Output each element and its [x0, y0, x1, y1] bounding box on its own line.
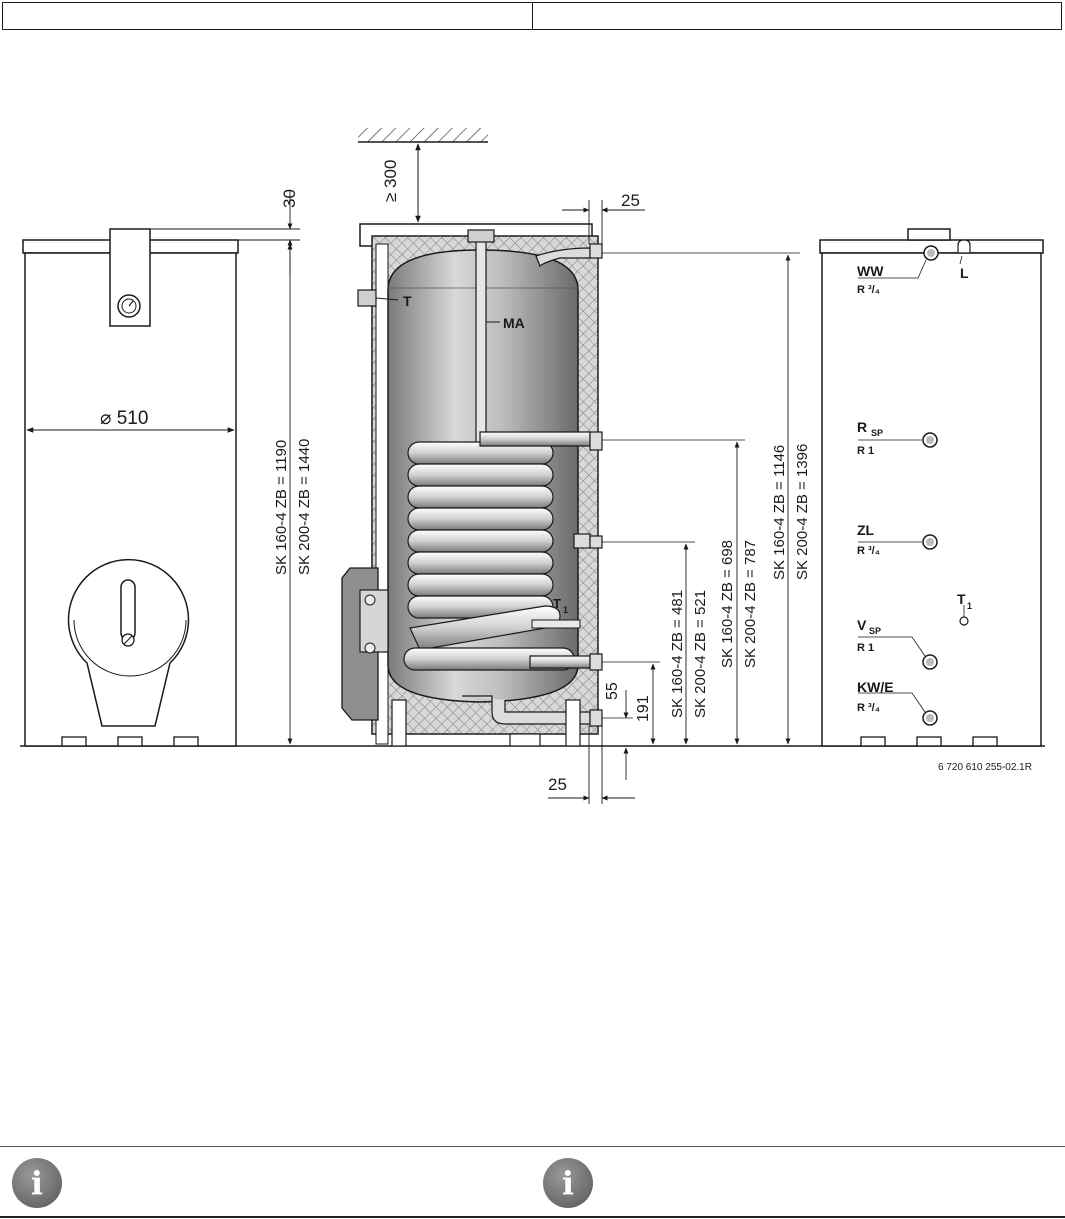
rear-feet [860, 736, 998, 747]
zl-height-200-label: SK 200-4 ZB = 521 [692, 590, 709, 718]
side-offset-top-dim: 25 [562, 191, 645, 244]
vsp-sub-label: SP [869, 626, 881, 636]
front-feet [61, 736, 199, 747]
thermometer-dial-icon [117, 294, 141, 318]
rsp-height-160-label: SK 160-4 ZB = 698 [719, 540, 736, 668]
rsp-thread-label: R 1 [857, 445, 874, 457]
kw-height-label: 55 [604, 682, 621, 700]
footer-rule-top [0, 1146, 1065, 1147]
heating-coil [403, 431, 603, 671]
ceiling-hatch [358, 128, 488, 142]
side-offset-bottom-label: 25 [548, 775, 567, 794]
rsp-connection-icon [922, 432, 938, 448]
header-cell-right [531, 3, 1062, 29]
zl-height-dim: SK 160-4 ZB = 481 SK 200-4 ZB = 521 [669, 543, 709, 745]
rear-view: WW R ³/₄ L R SP R 1 ZL R ³/₄ T 1 V SP R … [819, 228, 1044, 747]
zl-height-160-label: SK 160-4 ZB = 481 [669, 590, 686, 718]
t1-sensor-icon [959, 616, 969, 626]
rsp-height-dim: SK 160-4 ZB = 698 SK 200-4 ZB = 787 [719, 441, 759, 745]
ww-thread-label: R ³/₄ [857, 284, 880, 296]
rsp-sub-label: SP [871, 428, 883, 438]
anode-label: MA [503, 315, 525, 331]
side-offset-top-label: 25 [621, 191, 640, 210]
ww-height-dim: SK 160-4 ZB = 1146 SK 200-4 ZB = 1396 [771, 254, 811, 745]
header-table [2, 2, 1062, 30]
kwe-connection-icon [922, 710, 938, 726]
kwe-label: KW/E [857, 679, 894, 695]
sensor-sub-label: 1 [563, 605, 568, 615]
drain-label: L [960, 265, 969, 281]
kw-height-dim: 55 [604, 682, 629, 780]
t1-main-label: T [957, 591, 966, 607]
vsp-connection-icon [922, 654, 938, 670]
total-height-dim: SK 160-4 ZB = 1190 SK 200-4 ZB = 1440 [273, 243, 313, 745]
footer-rule-bottom [0, 1216, 1065, 1218]
drain-connection-icon [957, 239, 971, 254]
ww-label: WW [857, 263, 884, 279]
vsp-height-dim: 191 [635, 663, 656, 745]
t1-sub-label: 1 [967, 601, 972, 611]
kwe-thread-label: R ³/₄ [857, 702, 880, 714]
vsp-thread-label: R 1 [857, 642, 874, 654]
total-height-160-label: SK 160-4 ZB = 1190 [273, 440, 290, 575]
vsp-height-label: 191 [635, 695, 652, 722]
clearance-label: ≥ 300 [381, 160, 400, 202]
heater-flange [67, 559, 190, 727]
front-view: ⌀ 510 [22, 228, 239, 747]
zl-connection-icon [922, 534, 938, 550]
rsp-main-label: R [857, 419, 867, 435]
top-offset-label: 30 [280, 189, 299, 208]
vsp-main-label: V [857, 617, 867, 633]
zl-thread-label: R ³/₄ [857, 545, 880, 557]
extension-lines [602, 252, 800, 719]
rsp-height-200-label: SK 200-4 ZB = 787 [742, 540, 759, 668]
ww-height-200-label: SK 200-4 ZB = 1396 [794, 444, 811, 580]
zl-label: ZL [857, 522, 875, 538]
anode-rod [475, 235, 487, 455]
info-icon: i [12, 1158, 62, 1208]
ww-connection-icon [923, 245, 939, 261]
figure-code: 6 720 610 255-02.1R [938, 762, 1032, 773]
diameter-label: ⌀ 510 [100, 408, 148, 429]
total-height-200-label: SK 200-4 ZB = 1440 [296, 439, 313, 575]
thermometer-label: T [403, 293, 412, 309]
side-offset-bottom-dim: 25 [548, 726, 635, 804]
sensor-main-label: T [553, 596, 561, 611]
info-icon: i [543, 1158, 593, 1208]
ww-height-160-label: SK 160-4 ZB = 1146 [771, 445, 788, 580]
section-view: ≥ 300 [341, 128, 603, 747]
